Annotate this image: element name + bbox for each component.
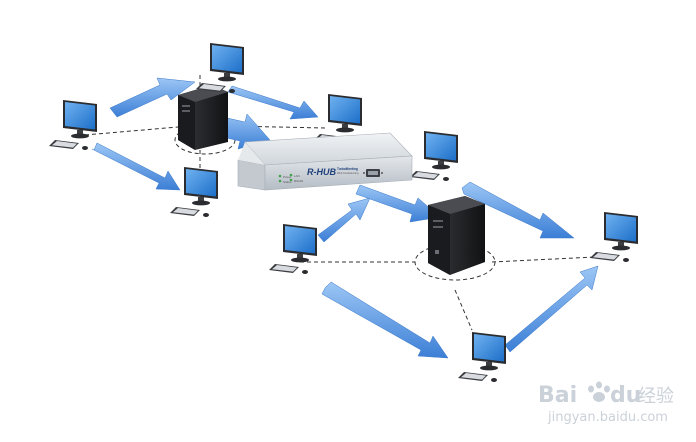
- server-tower-1: [178, 85, 228, 150]
- server-tower-2: [428, 196, 485, 275]
- paw-icon: [588, 381, 610, 402]
- arrow-down-1: [91, 142, 181, 191]
- led-rs232: [289, 178, 293, 182]
- watermark-url: jingyan.baidu.com: [547, 410, 668, 425]
- led-label-status: Status: [283, 180, 292, 184]
- rhub-device: Power Status LAN RS232 R-HUB TurboMeetin…: [237, 132, 413, 191]
- arrow-down-2: [321, 281, 449, 359]
- computer-2: [49, 100, 97, 150]
- arrow-left-1: [109, 77, 196, 118]
- computer-6: [269, 224, 317, 274]
- data-arrows: [91, 77, 599, 359]
- rhub-subtagline: Web Conferencing: [337, 171, 359, 175]
- baidu-watermark: Bai du 经验 jingyan.baidu.com: [538, 381, 674, 425]
- led-label-power: Power: [283, 175, 292, 179]
- led-label-rs232: RS232: [294, 179, 304, 183]
- rhub-tagline: TurboMeeting: [337, 167, 358, 171]
- led-lan: [289, 173, 293, 177]
- arrow-right-1: [227, 85, 319, 120]
- watermark-text-du: du: [610, 383, 641, 408]
- computer-1: [196, 43, 244, 93]
- computer-7: [590, 212, 638, 262]
- computer-5: [410, 131, 458, 181]
- arrow-hub-to-monitor: [317, 197, 371, 243]
- led-power: [278, 174, 282, 178]
- watermark-text-cn: 经验: [638, 386, 674, 407]
- computer-4: [170, 167, 218, 217]
- arrow-right-2: [461, 181, 575, 239]
- arrow-diag-2: [504, 265, 599, 353]
- arrow-hub-to-tower2: [355, 184, 441, 223]
- watermark-text-bai: Bai: [538, 383, 577, 408]
- led-status: [278, 179, 282, 183]
- rhub-logo: R-HUB: [307, 167, 336, 177]
- computer-8: [458, 332, 506, 382]
- led-label-lan: LAN: [294, 174, 300, 178]
